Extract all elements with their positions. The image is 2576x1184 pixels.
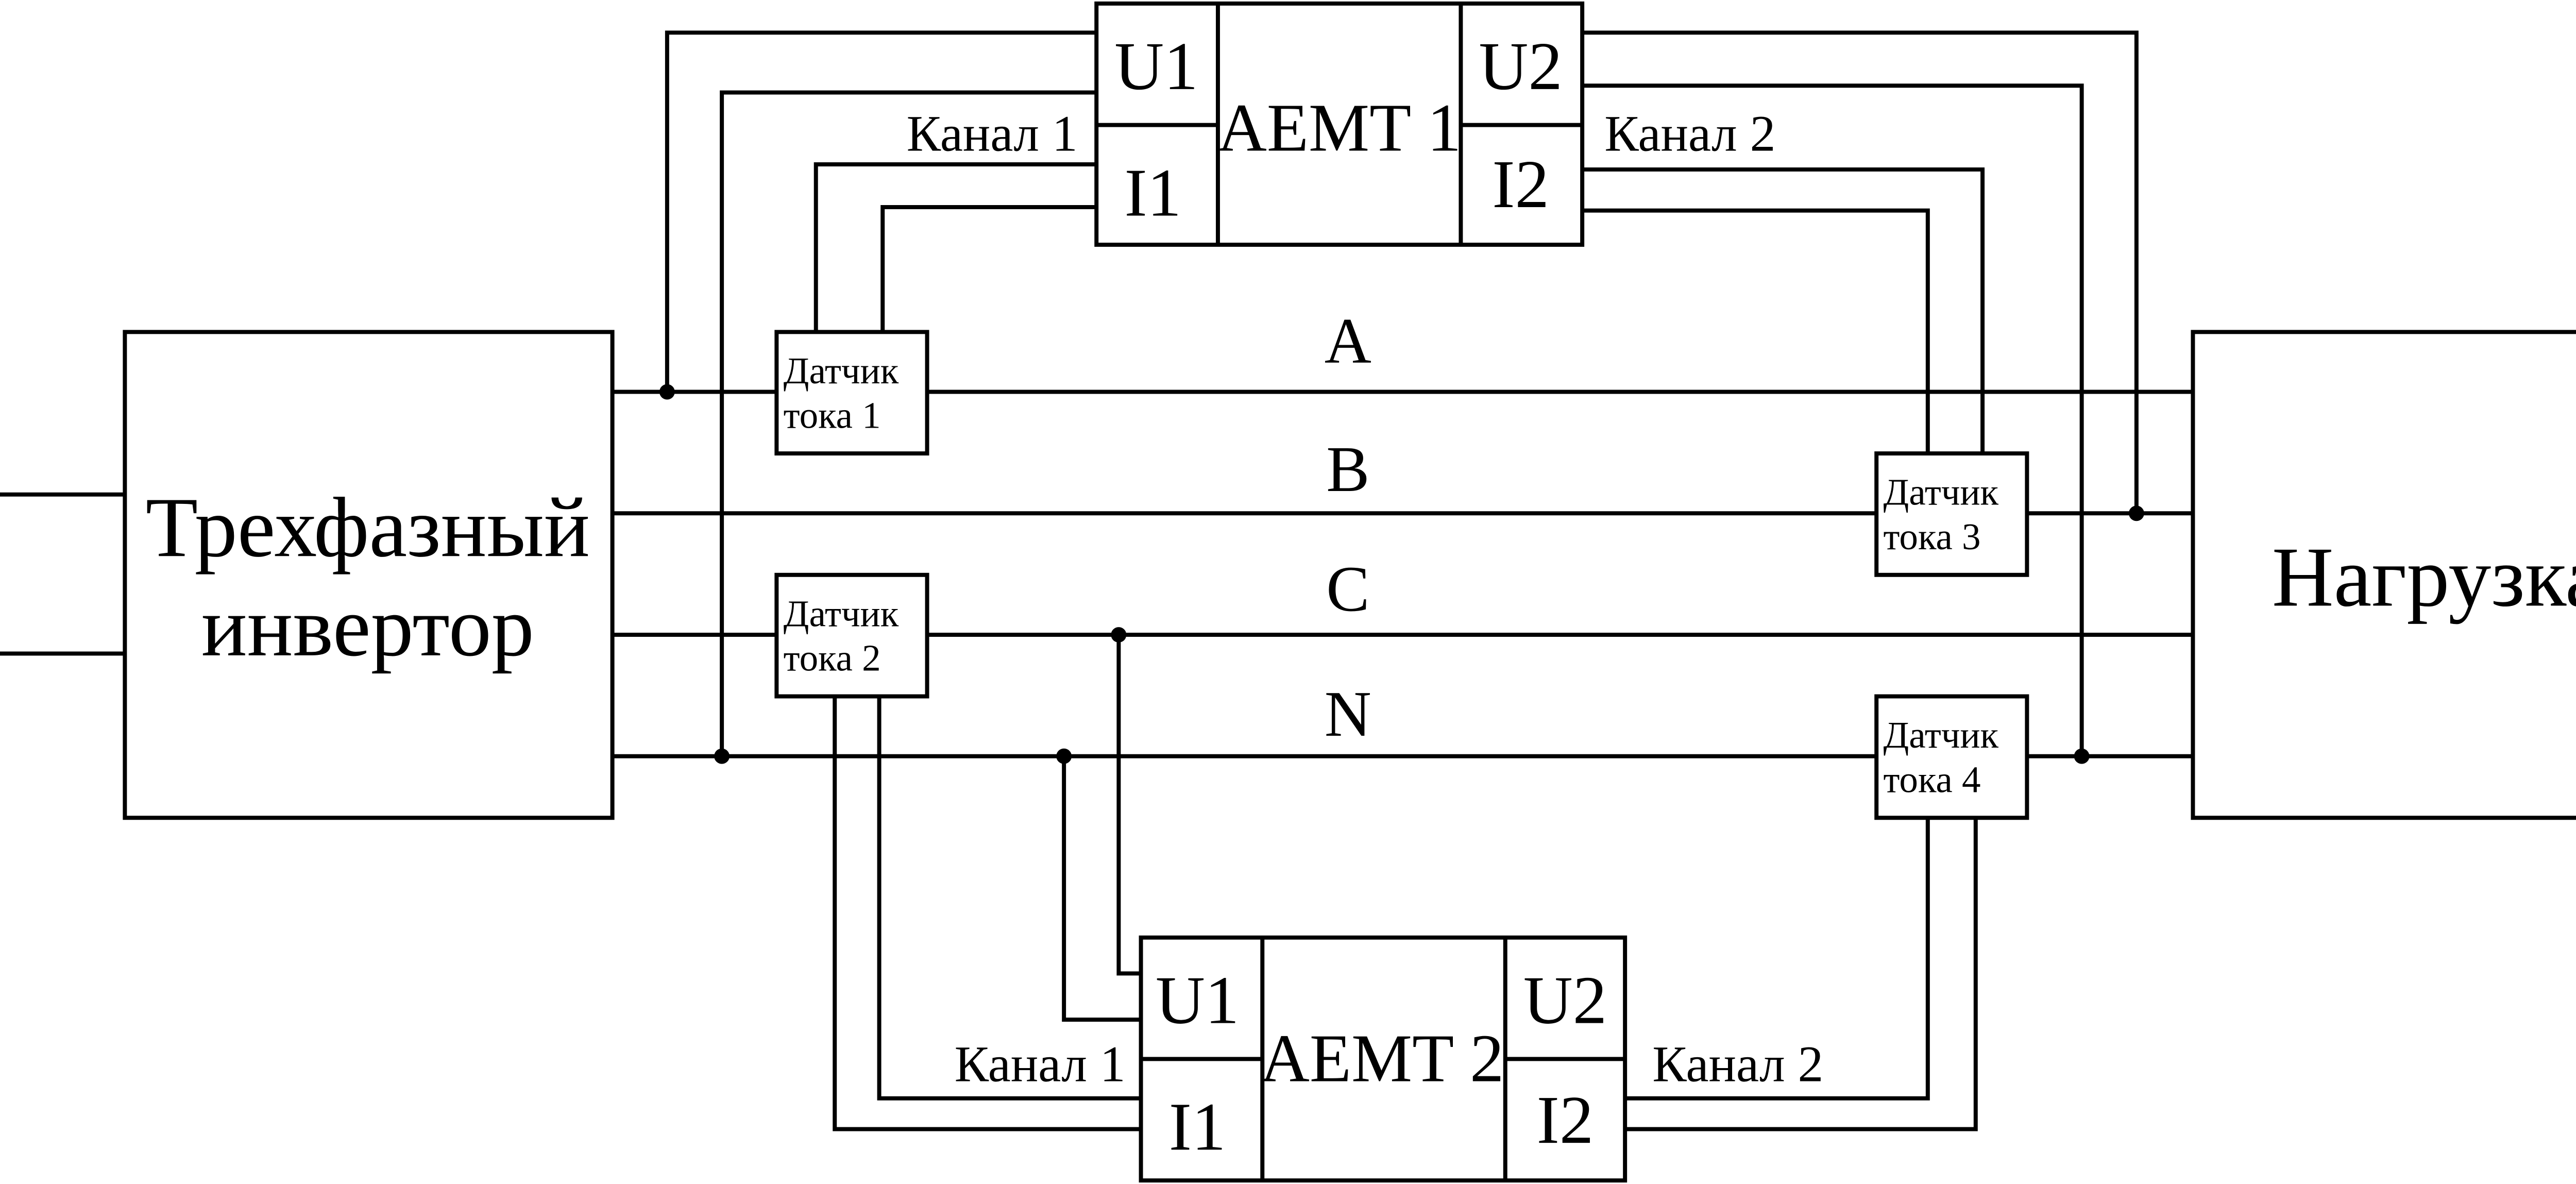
wire-aemt1-u1-n xyxy=(720,90,1097,756)
junction-dot xyxy=(1111,627,1127,642)
wire-aemt1-u2-n xyxy=(1582,83,2084,756)
junction-dot xyxy=(1056,748,1072,764)
aemt1-u1: U1 xyxy=(1114,28,1198,104)
phase-N-line: N xyxy=(612,679,2193,758)
wire-aemt1-i2-a xyxy=(1582,167,1985,454)
wire-aemt2-i1-b xyxy=(833,696,1141,1131)
inverter-label-1: Трехфазный xyxy=(146,480,590,574)
load-label: Нагрузка xyxy=(2272,530,2576,624)
inverter-block: Трехфазный инвертор xyxy=(123,330,615,820)
wire-aemt2-i2-a xyxy=(1625,818,1930,1101)
load-block: Нагрузка xyxy=(2191,330,2576,820)
sensor2-label-1: Датчик xyxy=(784,593,899,634)
inverter-label-2: инвертор xyxy=(201,579,534,674)
junction-dot xyxy=(714,748,730,764)
aemt1-u2: U2 xyxy=(1479,28,1562,104)
current-sensor-3: Датчик тока 3 xyxy=(1874,451,2029,577)
aemt1-label: AEMT 1 xyxy=(1217,90,1461,165)
aemt1-channel1: Канал 1 xyxy=(907,105,1078,162)
aemt2-u2: U2 xyxy=(1523,962,1607,1038)
sensor3-label-1: Датчик xyxy=(1883,471,1998,513)
wire-aemt1-i2-b xyxy=(1582,208,1930,454)
sensor1-label-2: тока 1 xyxy=(784,394,881,436)
aemt1-channel2: Канал 2 xyxy=(1604,105,1775,162)
phase-B-line: B xyxy=(612,434,2193,516)
aemt2-i1: I1 xyxy=(1169,1089,1226,1164)
sensor1-label-1: Датчик xyxy=(784,350,899,392)
junction-dot xyxy=(659,384,675,400)
wire-aemt2-u1-n xyxy=(1062,756,1141,1022)
sensor4-label-2: тока 4 xyxy=(1883,758,1980,800)
wire-aemt1-i1-b xyxy=(880,205,1097,332)
aemt2-label: AEMT 2 xyxy=(1260,1021,1504,1096)
aemt1-i2: I2 xyxy=(1492,146,1549,222)
current-sensor-2: Датчик тока 2 xyxy=(774,572,929,699)
wire-aemt2-i1-a xyxy=(877,696,1141,1101)
aemt2-i2: I2 xyxy=(1537,1082,1594,1158)
current-sensor-4: Датчик тока 4 xyxy=(1874,694,2029,820)
aemt2-block: U1 I1 U2 I2 AEMT 2 Канал 1 Канал 2 xyxy=(955,935,1823,1183)
phase-B-label: B xyxy=(1326,434,1369,505)
sensor2-label-2: тока 2 xyxy=(784,637,881,679)
wire-aemt1-u1-a xyxy=(665,30,1097,392)
aemt1-block: U1 I1 U2 I2 AEMT 1 Канал 1 Канал 2 xyxy=(907,1,1775,247)
aemt1-i1: I1 xyxy=(1124,155,1181,231)
wire-aemt2-i2-b xyxy=(1625,818,1978,1131)
phase-N-label: N xyxy=(1325,679,1371,750)
aemt2-u1: U1 xyxy=(1156,962,1239,1038)
wire-aemt1-u2-b xyxy=(1582,30,2139,514)
wire-aemt1-i1-a xyxy=(814,162,1097,332)
wire-aemt2-u1-c xyxy=(1116,635,1141,976)
phase-A-label: A xyxy=(1325,306,1371,377)
phase-C-line: C xyxy=(612,554,2193,637)
junction-dot xyxy=(2128,505,2144,521)
aemt2-channel1: Канал 1 xyxy=(955,1036,1126,1093)
aemt2-channel2: Канал 2 xyxy=(1652,1036,1823,1093)
sensor4-label-1: Датчик xyxy=(1883,714,1998,756)
junction-dot xyxy=(2074,748,2090,764)
sensor3-label-2: тока 3 xyxy=(1883,516,1980,557)
phase-C-label: C xyxy=(1326,554,1369,625)
current-sensor-1: Датчик тока 1 xyxy=(774,330,929,456)
